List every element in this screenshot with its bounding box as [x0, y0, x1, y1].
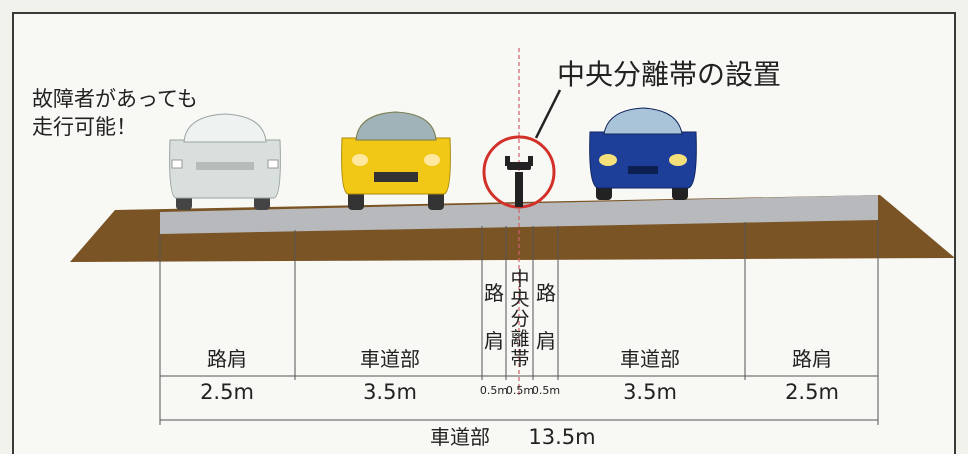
total-label: 車道部 — [430, 425, 490, 449]
median-callout-text: 中央分離帯の設置 — [557, 58, 781, 91]
width-carriageway-left: 3.5m — [363, 380, 417, 404]
note-text-line1: 故障者があっても — [32, 87, 198, 111]
segment-label-carriageway-left: 車道部 — [360, 347, 420, 371]
blue-car — [589, 107, 697, 200]
width-inner-shoulder-right: 0.5m — [532, 384, 560, 397]
inner-shoulder-right-char1: 路 — [536, 281, 556, 305]
width-shoulder-right: 2.5m — [785, 380, 839, 404]
white-car — [169, 113, 281, 210]
inner-shoulder-left-char1: 路 — [484, 281, 504, 305]
width-carriageway-right: 3.5m — [623, 380, 677, 404]
width-inner-shoulder-left: 0.5m — [480, 384, 508, 397]
inner-shoulder-left-char2: 肩 — [484, 329, 504, 353]
road-surface — [160, 195, 878, 234]
median-post-icon — [505, 156, 533, 207]
median-char4: 離 — [510, 328, 529, 350]
total-width: 13.5m — [528, 425, 595, 449]
inner-shoulder-right-char2: 肩 — [536, 329, 556, 353]
yellow-car — [341, 111, 451, 210]
segment-label-carriageway-right: 車道部 — [620, 347, 680, 371]
median-char5: 帯 — [510, 348, 529, 370]
dimension-lines — [159, 220, 879, 425]
segment-label-shoulder-right: 路肩 — [792, 347, 832, 371]
note-text-line2: 走行可能！ — [32, 115, 137, 139]
median-char1: 中 — [510, 268, 529, 290]
median-char2: 央 — [510, 288, 529, 310]
width-median: 0.5m — [506, 384, 534, 397]
median-char3: 分 — [510, 308, 529, 330]
callout-pointer — [534, 89, 562, 139]
segment-label-shoulder-left: 路肩 — [207, 347, 247, 371]
width-shoulder-left: 2.5m — [200, 380, 254, 404]
